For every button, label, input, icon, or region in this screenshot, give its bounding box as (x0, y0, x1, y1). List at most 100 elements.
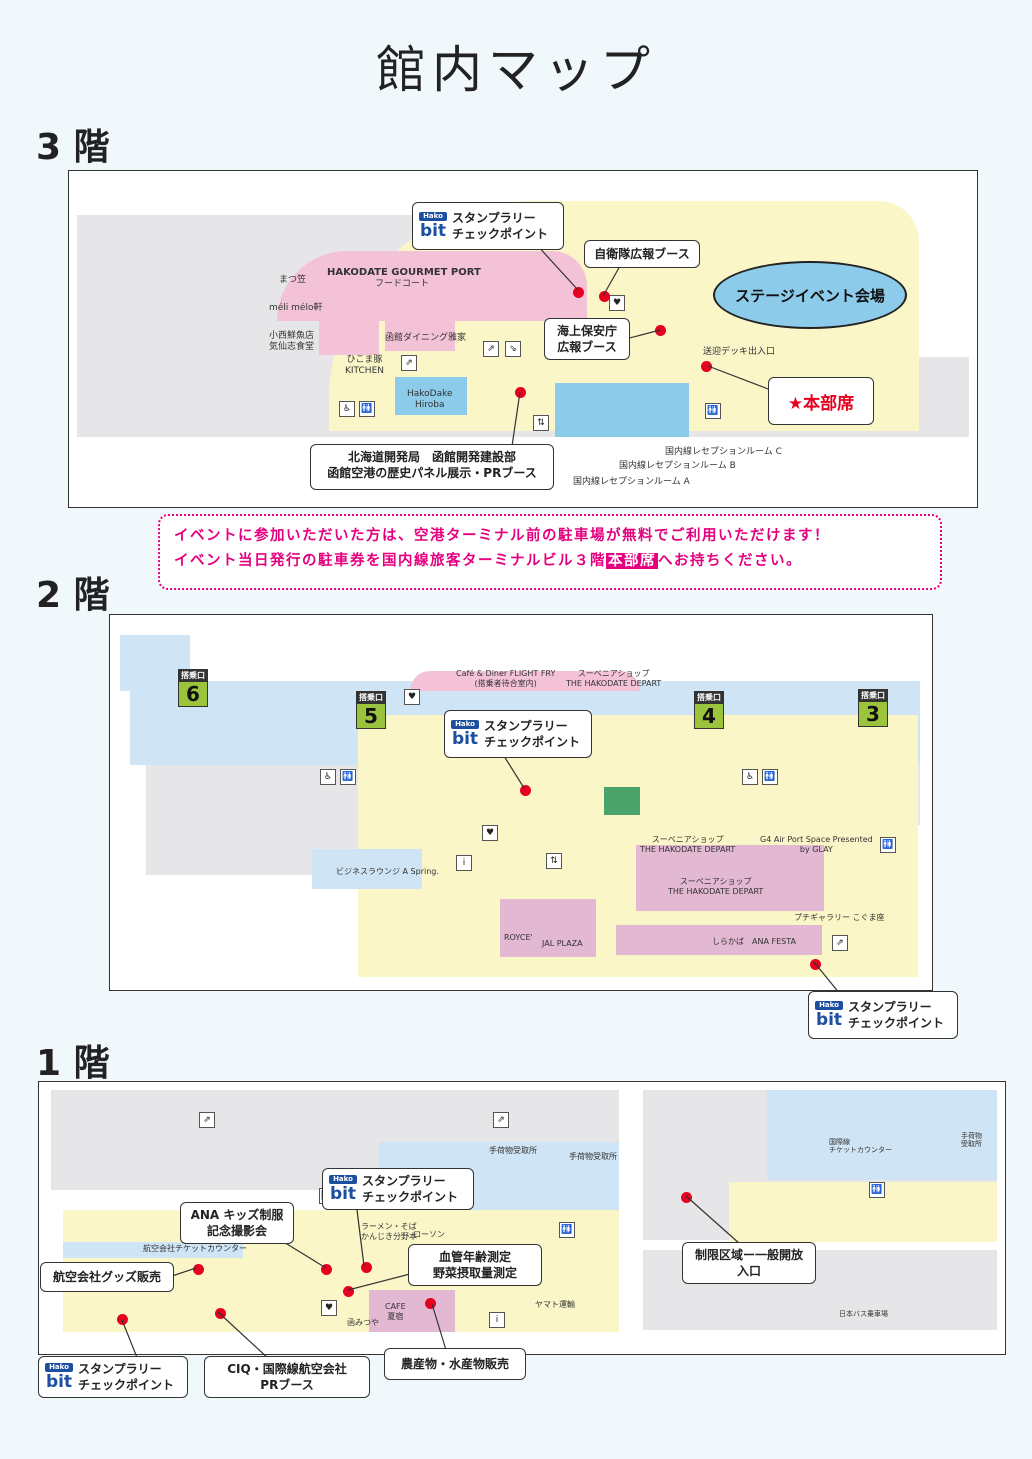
intl-ticket-label: 国際線 チケットカウンター (829, 1138, 892, 1155)
gate-label: 搭乗口 (179, 670, 207, 682)
stamp-point-marker[interactable] (117, 1314, 128, 1325)
floor-1-label: 1 階 (36, 1043, 110, 1084)
gallery-label: プチギャラリー こぐま座 (794, 913, 885, 922)
ticket-counter-label: 航空会社チケットカウンター (143, 1244, 247, 1253)
notice-line-1: イベントに参加いただいた方は、空港ターミナル前の駐車場が無料でご利用いただけます… (174, 528, 830, 544)
hokkaido-booth-marker[interactable] (515, 387, 526, 398)
ana-festa-label: ANA FESTA (752, 937, 796, 946)
farm-products-marker[interactable] (425, 1298, 436, 1309)
hakodake-label: HakoDake Hiroba (407, 389, 453, 410)
business-lounge-area (312, 849, 422, 889)
hakodake-hiroba-area (395, 377, 467, 415)
stamp-point-marker[interactable] (573, 287, 584, 298)
restroom-icon: 🚻 (559, 1222, 575, 1238)
escalator-icon: ⇘ (505, 341, 521, 357)
intl-baggage-area (767, 1090, 997, 1180)
hikoma-label: ひこま豚 KITCHEN (345, 355, 384, 376)
stamp-sub: チェックポイント (484, 735, 581, 749)
jal-plaza-label: JAL PLAZA (542, 939, 583, 948)
gourmet-port-area (277, 251, 587, 321)
stamp-point-marker[interactable] (520, 785, 531, 796)
bus-stop-label: 日本バス乗車場 (839, 1310, 888, 1318)
restroom-icon: 🚻 (340, 769, 356, 785)
stamp-title: スタンプラリー (848, 999, 932, 1014)
ramen-label: ラーメン・そば かんじき分野本 (361, 1222, 417, 1241)
restroom-icon: 🚻 (880, 837, 896, 853)
restroom-icon: 🚻 (359, 401, 375, 417)
restricted-area-callout: 制限区域ー一般開放 入口 (682, 1242, 816, 1284)
room-a-label: 国内線レセプションルーム A (573, 477, 690, 487)
intl-arrival-hall (729, 1182, 997, 1242)
aed-icon: ♥ (482, 825, 498, 841)
gate-number: 3 (859, 702, 887, 726)
gate-number: 5 (357, 704, 385, 728)
royce-jal-area (500, 899, 596, 957)
jsdf-booth-marker[interactable] (599, 291, 610, 302)
g4-label: G4 Air Port Space Presented by GLAY (760, 835, 873, 854)
yamato-label: ヤマト運輸 (535, 1300, 575, 1309)
flight-fry-label: Café & Diner FLIGHT FRY (搭乗者待合室内) (456, 669, 556, 688)
matsukasa-label: まつ笠 (279, 275, 307, 285)
restroom-icon: 🚻 (705, 403, 721, 419)
info-icon: i (489, 1312, 505, 1328)
gourmet-port-label: HAKODATE GOURMET PORT (327, 267, 481, 278)
coastguard-booth-callout: 海上保安庁 広報ブース (544, 318, 630, 360)
royce-label: ROYCE' (504, 933, 533, 942)
aed-icon: ♥ (404, 689, 420, 705)
floor-2-label: 2 階 (36, 575, 110, 616)
lounge-label: ビジネスラウンジ A Spring. (336, 867, 439, 876)
hokkaido-booth-callout: 北海道開発局 函館開発建設部 函館空港の歴史パネル展示・PRブース (310, 444, 554, 490)
reception-rooms-area (555, 383, 689, 437)
ana-kids-marker[interactable] (321, 1264, 332, 1275)
notice-line-2a: イベント当日発行の駐車券を国内線旅客ターミナルビル３階 (174, 553, 606, 570)
ciq-booth-marker[interactable] (215, 1308, 226, 1319)
goods-sale-callout: 航空会社グッズ販売 (40, 1262, 174, 1292)
blood-test-callout: 血管年齢測定 野菜摂取量測定 (408, 1244, 542, 1286)
shop-row (616, 925, 822, 955)
gate-label: 搭乗口 (357, 692, 385, 704)
cafe-label: CAFE 夏宿 (385, 1302, 406, 1321)
stamp-sub: チェックポイント (78, 1378, 175, 1392)
stage-event-venue: ステージイベント会場 (713, 261, 907, 329)
baggage-claim-label-r: 手荷物受取所 (569, 1152, 617, 1161)
foodcourt-label: フードコート (375, 279, 430, 289)
shirakaba-label: しらかば (712, 937, 744, 946)
room-b-label: 国内線レセプションルーム B (619, 461, 736, 471)
notice-highlight: 本部席 (606, 553, 658, 570)
coastguard-booth-marker[interactable] (655, 325, 666, 336)
stamp-sub: チェックポイント (362, 1190, 459, 1204)
hq-marker[interactable] (701, 361, 712, 372)
accessible-icon: ♿ (320, 769, 336, 785)
escalator-icon: ⇗ (493, 1112, 509, 1128)
info-icon: i (456, 855, 472, 871)
blood-test-marker[interactable] (343, 1286, 354, 1297)
page-title: 館内マップ (376, 41, 656, 99)
ticket-counter-area (63, 1242, 243, 1258)
restricted-area-marker[interactable] (681, 1192, 692, 1203)
floor-3-label: 3 階 (36, 127, 110, 168)
goods-sale-marker[interactable] (193, 1264, 204, 1275)
restroom-icon: 🚻 (762, 769, 778, 785)
stamp-point-marker[interactable] (810, 959, 821, 970)
lawson-label: ローソン (413, 1230, 445, 1239)
stamp-point-marker[interactable] (361, 1262, 372, 1273)
elevator-icon: ⇅ (533, 415, 549, 431)
aed-icon: ♥ (609, 295, 625, 311)
flight-fry-area (410, 671, 640, 691)
escalator-icon: ⇗ (832, 935, 848, 951)
souvenir-shop-area (636, 845, 824, 911)
dining-label: 函館ダイニング雅家 (385, 333, 467, 343)
gate-label: 搭乗口 (695, 692, 723, 704)
souvenir-label-2: スーベニアショップ THE HAKODATE DEPART (640, 835, 736, 854)
restroom-icon: 🚻 (869, 1182, 885, 1198)
souvenir-label-1: スーベニアショップ THE HAKODATE DEPART (566, 669, 662, 688)
escalator-icon: ⇗ (483, 341, 499, 357)
gate-label: 搭乗口 (859, 690, 887, 702)
